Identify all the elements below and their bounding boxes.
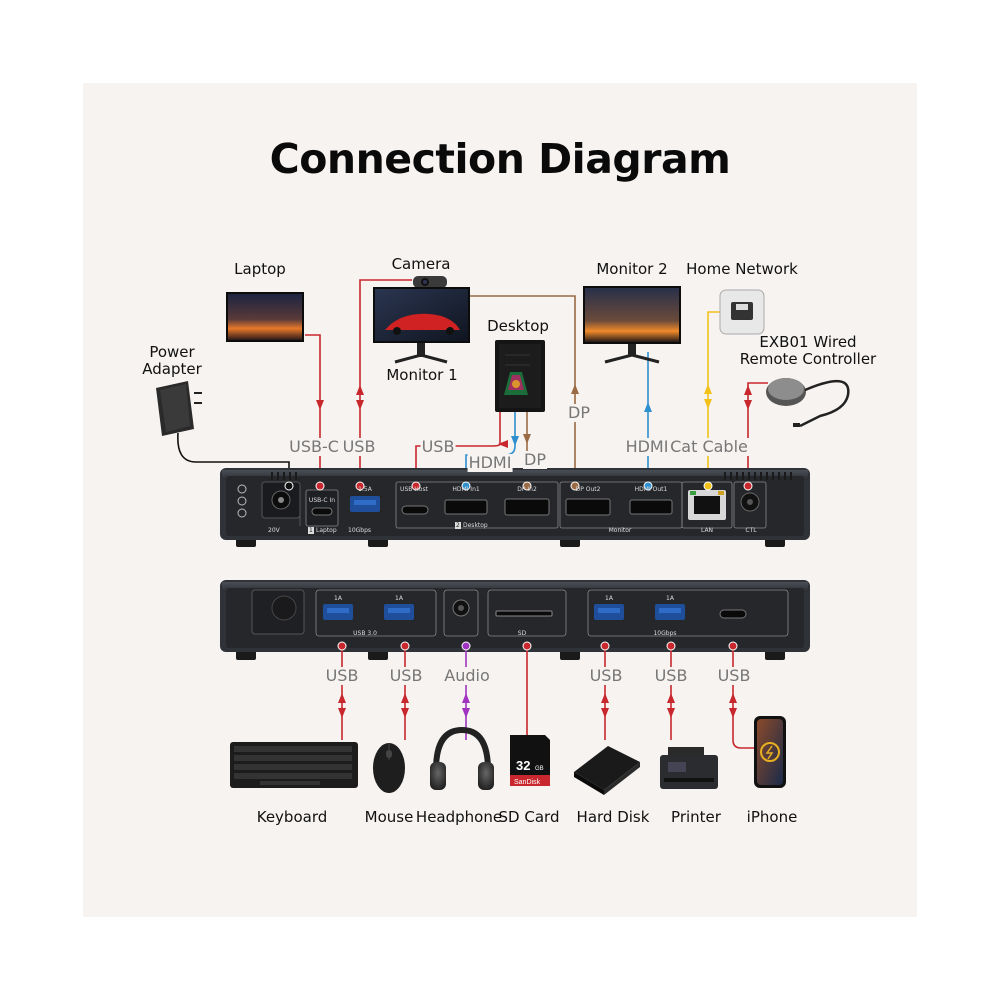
cable-lan [707,311,722,486]
label-hard-disk: Hard Disk [576,808,650,826]
iphone-image [754,716,786,788]
cable-label-usb-printer: USB [653,666,689,685]
label-home-network: Home Network [686,260,798,278]
home-network-image [719,289,765,335]
label-printer: Printer [671,808,721,826]
port-label-hdmi-in1: HDMI In1 [452,486,480,493]
port-label-1a-4: 1A [666,595,674,602]
printer-image [660,747,718,789]
sd-card-capacity: 32 [516,758,530,773]
port-label-lan: LAN [700,527,714,534]
cable-label-dp-monitor1: DP [567,403,591,422]
label-desktop: Desktop [487,317,549,335]
remote-controller-image [766,378,850,428]
arrow [744,400,752,410]
desktop-image [495,340,545,412]
arrow [356,400,364,410]
port-label-desktop-group: Desktop [463,522,488,529]
port-label-10gbps: 10Gbps [348,527,372,534]
label-remote-line1: EXB01 Wired [759,333,857,351]
dock-front [220,580,810,660]
headphone-image [430,726,494,790]
monitor1-image [373,287,470,364]
arrow [571,384,579,394]
port-label-20v: 20V [268,527,280,534]
label-power-line1: Power [149,343,195,361]
rear-symbols [237,484,247,518]
label-laptop: Laptop [234,260,286,278]
arrow [704,384,712,394]
port-label-hdmi-out1: HDMI Out1 [634,486,668,493]
label-monitor1: Monitor 1 [386,366,458,384]
keyboard-image [230,742,358,788]
arrow [498,440,508,448]
label-monitor2: Monitor 2 [596,260,668,278]
cable-label-usb-keyboard: USB [324,666,360,685]
bottom-arrows [338,693,737,718]
cable-camera-usb [359,279,412,486]
port-label-usbc-in: USB-C In [308,497,336,504]
port-label-monitor-group: Monitor [608,527,632,534]
label-keyboard: Keyboard [256,808,328,826]
port-label-sd: SD [517,630,527,637]
dock-rear [220,468,810,547]
rear-connection-dots [284,481,753,491]
port-label-10gbps-front: 10Gbps [653,630,677,637]
mouse-image [373,743,405,793]
cable-label-usbc: USB-C [288,437,340,456]
label-sd-card: SD Card [498,808,560,826]
cable-label-usb-mouse: USB [388,666,424,685]
cable-label-dp-desktop: DP [523,450,547,469]
monitor2-image [583,286,681,364]
port-label-usb30: USB 3.0 [353,630,377,637]
cable-laptop-usbc [305,334,321,486]
port-label-1a-1: 1A [334,595,342,602]
port-label-ctl: CTL [745,527,757,534]
cable-label-usb-camera: USB [341,437,377,456]
port-group-2: 2 [455,522,461,529]
cable-label-usb-desktop: USB [420,437,456,456]
label-power-line2: Adapter [142,360,202,378]
port-label-laptop-group: Laptop [316,527,337,534]
port-group-1: 1 [308,527,314,534]
cable-label-hdmi-monitor2: HDMI [624,437,670,456]
label-headphone: Headphone [415,808,503,826]
label-remote-line2: Remote Controller [739,350,877,368]
diagram-title: Connection Diagram [269,135,731,183]
cable-label-usb-harddisk: USB [588,666,624,685]
cable-label-cat: Cat Cable [669,437,749,456]
label-iphone: iPhone [746,808,798,826]
arrow [511,436,519,446]
hard-disk-image [574,746,640,795]
laptop-image [226,292,304,342]
label-mouse: Mouse [364,808,414,826]
front-connection-dots [337,641,738,651]
sd-card-brand: SanDisk [514,779,541,786]
cable-label-hdmi-desktop: HDMI [467,453,513,472]
port-label-usb-host: USB Host [400,486,428,493]
arrow [356,385,364,395]
arrow [523,434,531,444]
port-label-dp-in2: DP In2 [517,486,537,493]
port-label-1-5a: 1.5A [358,486,372,493]
sd-card-image: 32 GB SanDisk [510,735,550,786]
arrow [744,385,752,395]
cable-label-audio: Audio [443,666,491,685]
arrow [704,399,712,409]
camera-image [413,276,447,288]
port-label-dp-out2: DP Out2 [575,486,601,493]
power-cable [177,432,290,486]
arrow [644,402,652,412]
cable-label-usb-iphone: USB [716,666,752,685]
label-camera: Camera [391,255,451,273]
cable-monitor1-dp [470,295,576,486]
arrow [316,400,324,410]
port-label-1a-2: 1A [395,595,403,602]
power-adapter-image [156,381,202,436]
sd-card-unit: GB [535,766,544,772]
port-label-1a-3: 1A [605,595,613,602]
